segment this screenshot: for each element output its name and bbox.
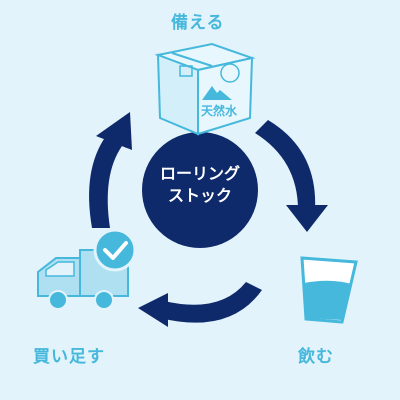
center-circle — [142, 132, 258, 248]
water-box-icon — [154, 42, 256, 136]
step-drink-label: 飲む — [298, 347, 334, 367]
arrow-to-prepare — [89, 112, 132, 228]
truck-icon — [37, 249, 129, 310]
step-restock-label: 買い足す — [33, 347, 105, 367]
center-title-line2: ストック — [167, 186, 232, 205]
glass-icon — [300, 256, 358, 324]
check-icon — [93, 228, 137, 272]
center-title-line1: ローリング — [159, 164, 240, 183]
box-label: 天然水 — [201, 103, 238, 118]
arrow-to-restock — [138, 282, 262, 327]
arrow-to-drink — [255, 120, 328, 232]
center-title: ローリング ストック — [130, 163, 270, 207]
step-prepare-label: 備える — [171, 13, 225, 33]
